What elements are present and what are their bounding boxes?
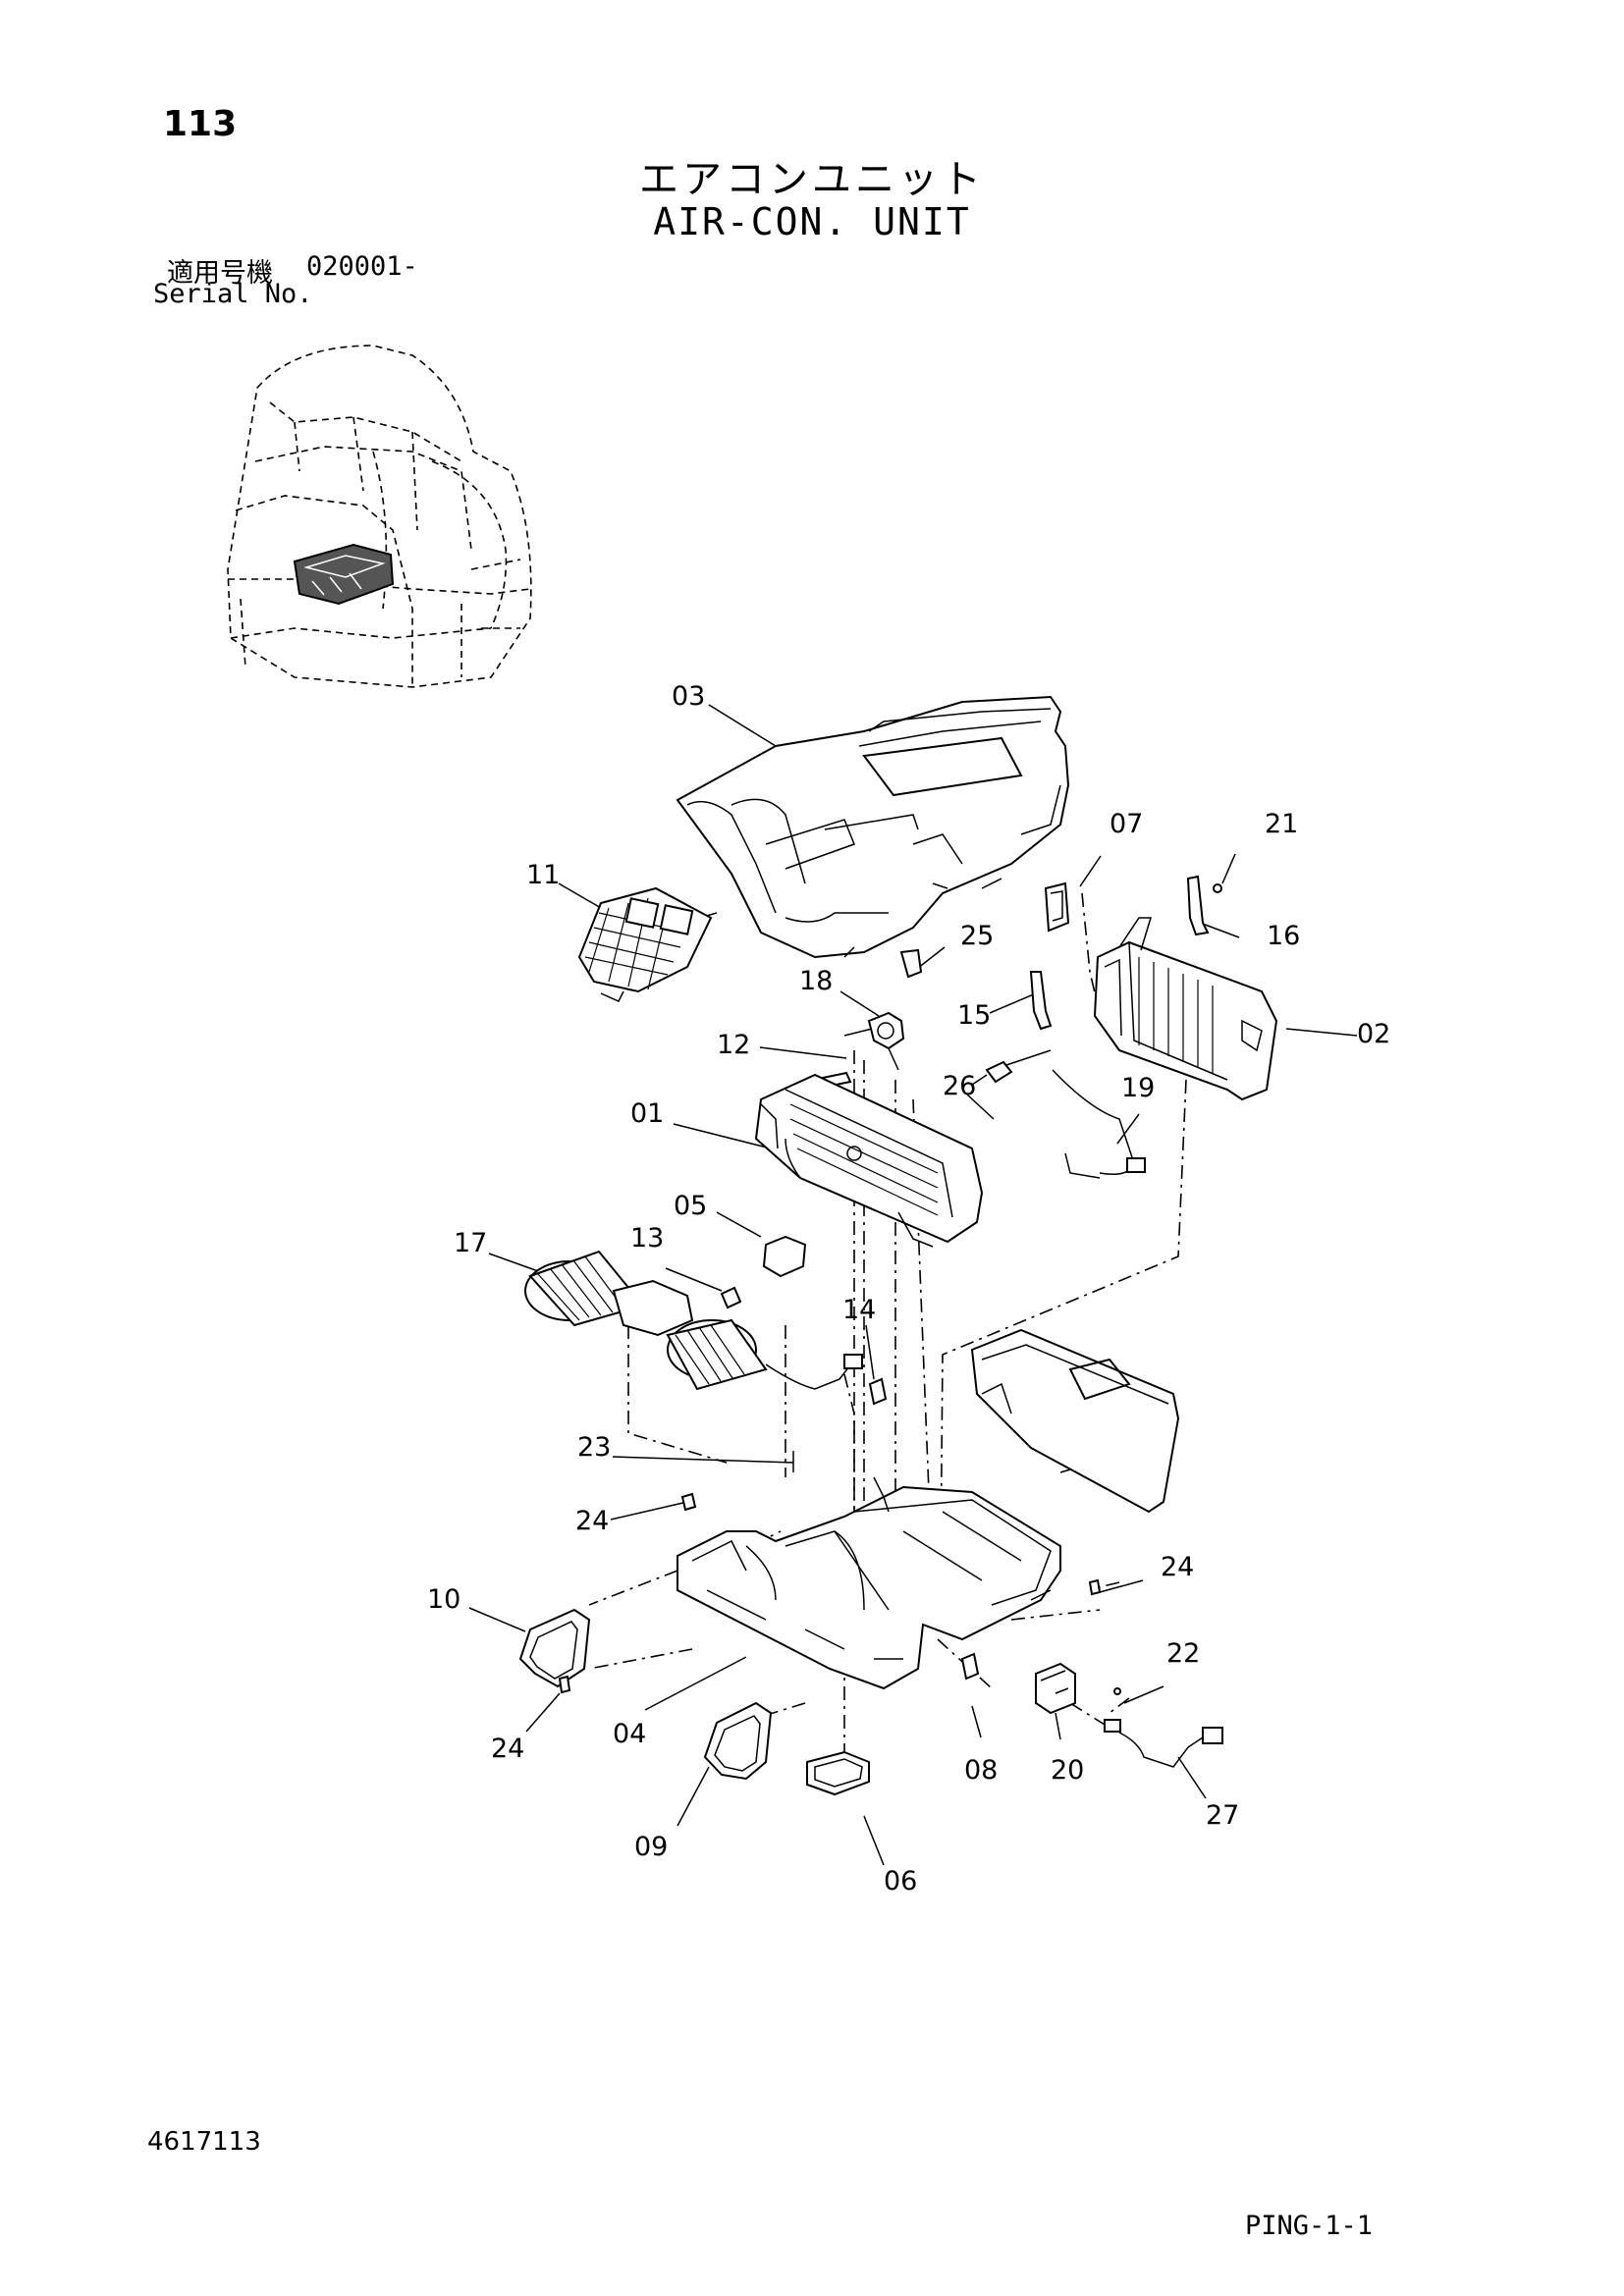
part-24-clip-a <box>680 1492 697 1512</box>
callout-11: 11 <box>526 860 560 890</box>
part-17-blower-motor <box>524 1250 863 1391</box>
callout-24-b: 24 <box>1161 1552 1194 1582</box>
part-25-clip <box>899 948 923 979</box>
part-01-blower-housing <box>754 1073 984 1248</box>
callout-22: 22 <box>1166 1638 1200 1669</box>
callout-20: 20 <box>1051 1755 1084 1786</box>
callout-21: 21 <box>1265 809 1298 839</box>
part-09-gasket <box>703 1701 773 1781</box>
document-number: 4617113 <box>147 2127 261 2157</box>
part-11-filter <box>577 886 713 1002</box>
page-number: 113 <box>163 104 238 144</box>
callout-08: 08 <box>964 1755 998 1786</box>
part-14-clamp <box>868 1377 888 1406</box>
callout-19: 19 <box>1121 1073 1155 1103</box>
part-13-connector <box>720 1286 742 1309</box>
serial-value: 020001- <box>306 251 418 282</box>
title-japanese: エアコンユニット <box>639 157 985 202</box>
serial-label-english: Serial No. <box>153 279 313 309</box>
callout-18: 18 <box>799 966 833 996</box>
callout-27: 27 <box>1206 1800 1239 1831</box>
callout-labels: 03 11 07 21 16 25 18 15 02 12 26 19 01 0… <box>427 681 1390 1896</box>
part-20-relay <box>1035 1662 1076 1715</box>
callout-26: 26 <box>943 1071 976 1101</box>
callout-03: 03 <box>672 681 705 712</box>
part-02-evaporator <box>1093 917 1278 1101</box>
serial-label-japanese: 適用号機 <box>167 258 273 289</box>
part-18-thermostat <box>843 1011 905 1071</box>
part-15-clip <box>1029 971 1053 1031</box>
aircon-unit-highlight <box>293 543 395 606</box>
callout-02: 02 <box>1357 1019 1390 1049</box>
callout-14: 14 <box>842 1295 876 1325</box>
callout-07: 07 <box>1110 809 1143 839</box>
callout-23: 23 <box>577 1432 611 1463</box>
callout-04: 04 <box>613 1719 646 1749</box>
part-05-grommet <box>762 1235 807 1278</box>
callout-25: 25 <box>960 921 994 951</box>
part-26-sensor <box>971 1060 1013 1086</box>
title-english: AIR-CON. UNIT <box>653 200 971 243</box>
callout-16: 16 <box>1267 921 1300 951</box>
callout-15: 15 <box>957 1000 991 1031</box>
part-10-gasket <box>518 1608 591 1688</box>
callout-13: 13 <box>630 1223 664 1254</box>
callout-09: 09 <box>634 1832 668 1862</box>
part-19-harness <box>1005 1049 1146 1179</box>
part-04-lower-case <box>677 1476 1061 1690</box>
machine-location-thumbnail <box>227 345 532 688</box>
part-06-cover <box>806 1750 870 1796</box>
callout-10: 10 <box>427 1584 460 1615</box>
callout-17: 17 <box>454 1228 487 1258</box>
part-07-clip <box>1044 881 1070 933</box>
callout-12: 12 <box>717 1030 750 1060</box>
part-27-harness <box>1104 1719 1223 1768</box>
page-code: PING-1-1 <box>1245 2211 1374 2241</box>
callout-06: 06 <box>884 1866 917 1896</box>
callout-01: 01 <box>630 1098 664 1129</box>
part-16-bracket <box>1186 875 1210 936</box>
part-24-clip-c <box>558 1675 571 1694</box>
part-08-connector <box>960 1652 980 1681</box>
duct-right <box>970 1328 1180 1514</box>
part-24-clip-b <box>1088 1578 1102 1596</box>
callout-24-c: 24 <box>491 1734 524 1764</box>
callout-05: 05 <box>674 1191 707 1221</box>
part-21-screw <box>1213 883 1222 893</box>
callout-24-a: 24 <box>575 1506 609 1536</box>
part-03-upper-case <box>676 695 1070 959</box>
part-22-screw <box>1113 1687 1121 1695</box>
